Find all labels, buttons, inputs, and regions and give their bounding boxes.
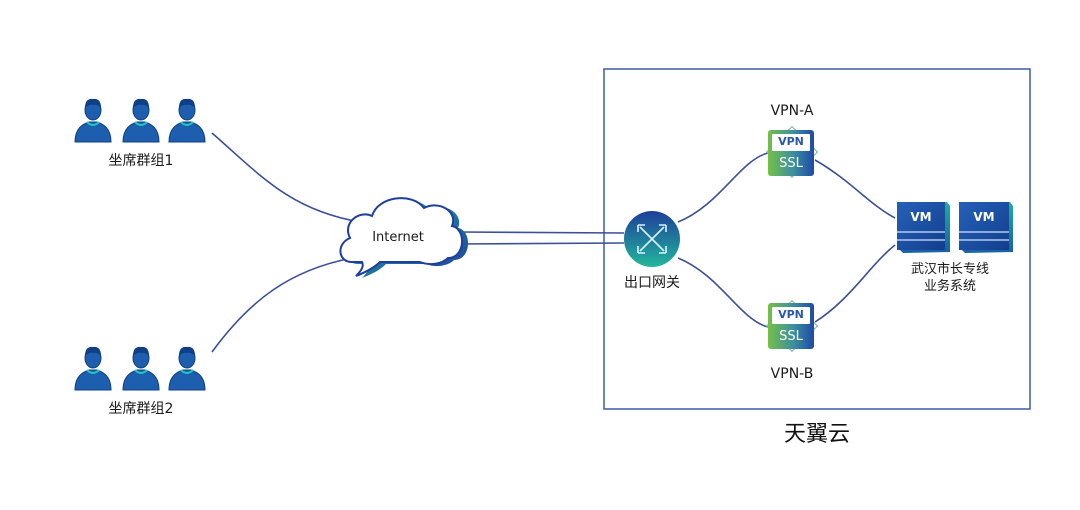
edge-gateway-vpna	[677, 152, 769, 223]
edge-group1-internet	[211, 132, 361, 223]
user-group-icon	[74, 345, 206, 391]
internet-label: Internet	[372, 230, 424, 245]
cloud-icon	[339, 197, 469, 278]
system-label-line2: 业务系统	[923, 279, 976, 294]
cloud-region-label: 天翼云	[783, 422, 850, 447]
cloud-region-frame	[603, 68, 1031, 410]
gateway-icon	[624, 211, 680, 267]
vpn-ssl-icon	[765, 125, 819, 179]
vpn-b-label: VPN-B	[770, 366, 814, 382]
vm-icon	[959, 202, 1013, 253]
vm-icon	[897, 202, 950, 253]
system-label-line1: 武汉市长专线	[910, 262, 989, 277]
edge-vpnb-vm	[814, 244, 896, 323]
edge-group2-internet	[211, 257, 353, 353]
gateway-label: 出口网关	[624, 275, 680, 291]
group1-label: 坐席群组1	[108, 153, 174, 169]
edge-internet-gateway-1	[457, 231, 625, 234]
vpn-a-label: VPN-A	[770, 103, 814, 119]
edge-internet-gateway-2	[457, 242, 625, 245]
vpn-b-badge-bottom: SSL	[779, 329, 803, 344]
vpn-a-badge-bottom: SSL	[779, 156, 803, 171]
vm1-label: VM	[910, 210, 932, 224]
vpn-b-badge-top: VPN	[778, 308, 804, 321]
user-group-icon	[74, 97, 206, 143]
vpn-ssl-icon	[765, 299, 819, 353]
edge-gateway-vpnb	[677, 257, 769, 328]
group2-label: 坐席群组2	[108, 401, 174, 417]
vpn-a-badge-top: VPN	[778, 135, 804, 148]
edge-vpna-vm	[814, 159, 896, 219]
vm2-label: VM	[973, 210, 995, 224]
